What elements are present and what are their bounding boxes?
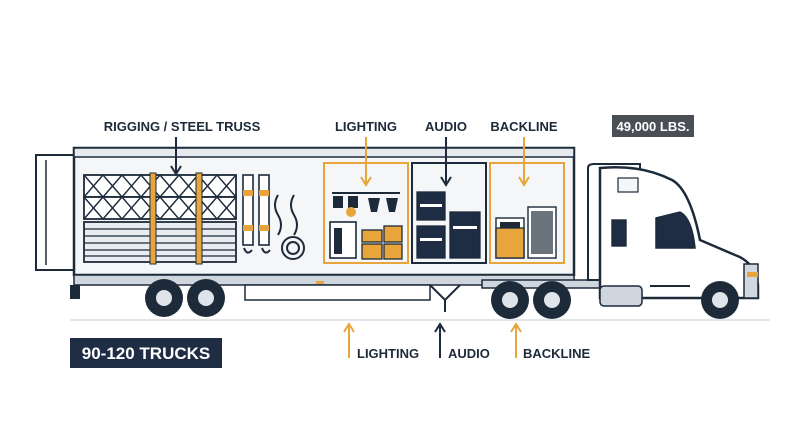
backline-section-frame xyxy=(489,162,565,264)
steel-truss-stack xyxy=(83,172,237,265)
lighting-label-top: LIGHTING xyxy=(335,119,397,134)
cab-window xyxy=(655,211,696,249)
backline-label-top: BACKLINE xyxy=(490,119,557,134)
top-arrows xyxy=(170,137,530,187)
fuel-tank xyxy=(599,285,643,307)
trailer-rear-door xyxy=(35,154,77,271)
weight-badge xyxy=(612,115,694,137)
chain-hoists xyxy=(242,174,305,260)
audio-section-frame xyxy=(411,162,487,264)
bottom-arrows xyxy=(343,322,522,358)
trucks-badge-text: 90-120 TRUCKS xyxy=(82,344,211,363)
trucks-badge xyxy=(70,338,222,368)
lighting-fixtures xyxy=(329,192,403,260)
audio-label-bottom: AUDIO xyxy=(448,346,490,361)
trailer xyxy=(35,146,576,317)
backline-gear xyxy=(495,206,557,259)
landing-gear xyxy=(429,284,461,302)
backline-label-bottom: BACKLINE xyxy=(523,346,590,361)
rigging-label: RIGGING / STEEL TRUSS xyxy=(104,119,261,134)
trailer-wheels xyxy=(145,279,225,317)
lighting-label-bottom: LIGHTING xyxy=(357,346,419,361)
audio-cases xyxy=(416,191,481,259)
weight-badge-text: 49,000 LBS. xyxy=(617,119,690,134)
audio-label-top: AUDIO xyxy=(425,119,467,134)
tractor-cab xyxy=(481,163,760,319)
